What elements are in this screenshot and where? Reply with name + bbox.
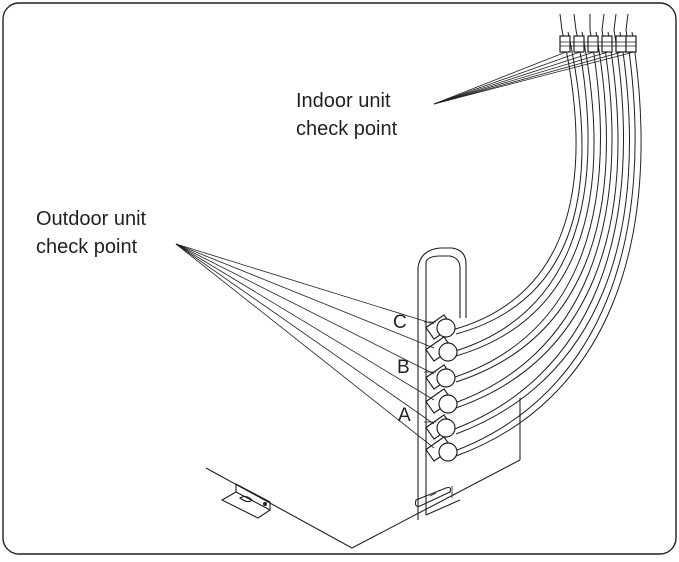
refrigerant-pipes xyxy=(451,13,642,457)
indoor-check-point-label-line1: Indoor unit xyxy=(296,90,391,112)
valve-a-lower xyxy=(425,436,458,462)
valve-label-b: B xyxy=(397,357,410,378)
indoor-leader-lines xyxy=(433,51,635,105)
outdoor-leader-lines xyxy=(175,243,435,449)
valve-b-upper xyxy=(425,364,456,390)
outdoor-check-point-label-line1: Outdoor unit xyxy=(36,208,147,230)
outdoor-unit-body xyxy=(205,247,521,549)
valve-label-a: A xyxy=(398,405,411,426)
valve-label-c: C xyxy=(393,312,407,333)
valve-b-lower xyxy=(425,388,458,414)
valve-c-lower xyxy=(425,336,458,362)
valve-a-upper xyxy=(425,414,456,440)
valve-c-upper xyxy=(425,314,456,340)
indoor-check-point-label-line2: check point xyxy=(296,118,398,140)
outdoor-service-valves xyxy=(424,314,458,462)
indoor-unit-flare-nuts xyxy=(559,35,637,53)
outdoor-check-point-label-line2: check point xyxy=(36,236,138,258)
diagram-frame xyxy=(2,2,677,555)
